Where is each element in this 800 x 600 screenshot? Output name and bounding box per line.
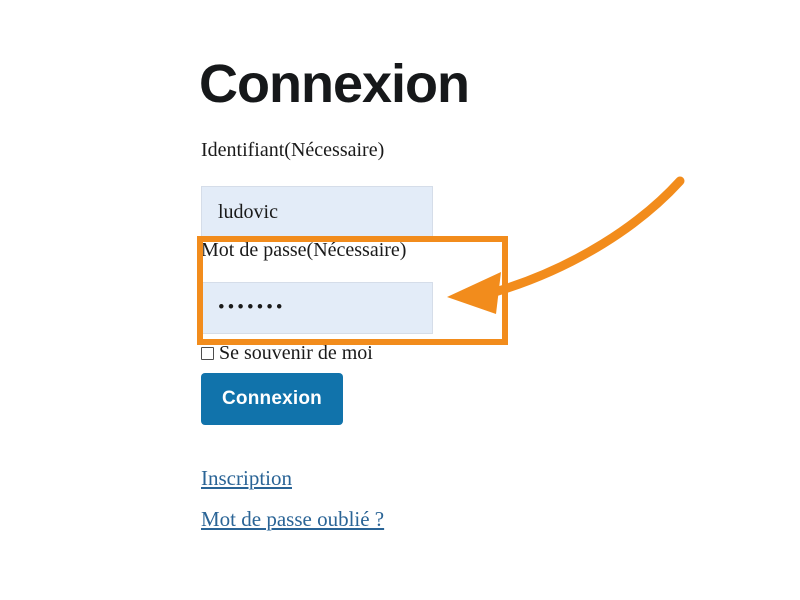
remember-me-label[interactable]: Se souvenir de moi	[219, 342, 373, 364]
password-label: Mot de passe(Nécessaire)	[201, 239, 407, 261]
remember-me-row[interactable]: Se souvenir de moi	[201, 342, 373, 364]
register-link[interactable]: Inscription	[201, 466, 292, 490]
password-input[interactable]	[201, 282, 433, 334]
username-label: Identifiant(Nécessaire)	[201, 139, 385, 161]
forgot-password-link[interactable]: Mot de passe oublié ?	[201, 507, 385, 531]
username-input[interactable]	[201, 186, 433, 238]
auxiliary-links: Inscription Mot de passe oublié ?	[201, 466, 384, 531]
login-submit-button[interactable]: Connexion	[201, 373, 343, 425]
page-title: Connexion	[199, 54, 470, 115]
remember-me-checkbox[interactable]	[201, 346, 214, 360]
